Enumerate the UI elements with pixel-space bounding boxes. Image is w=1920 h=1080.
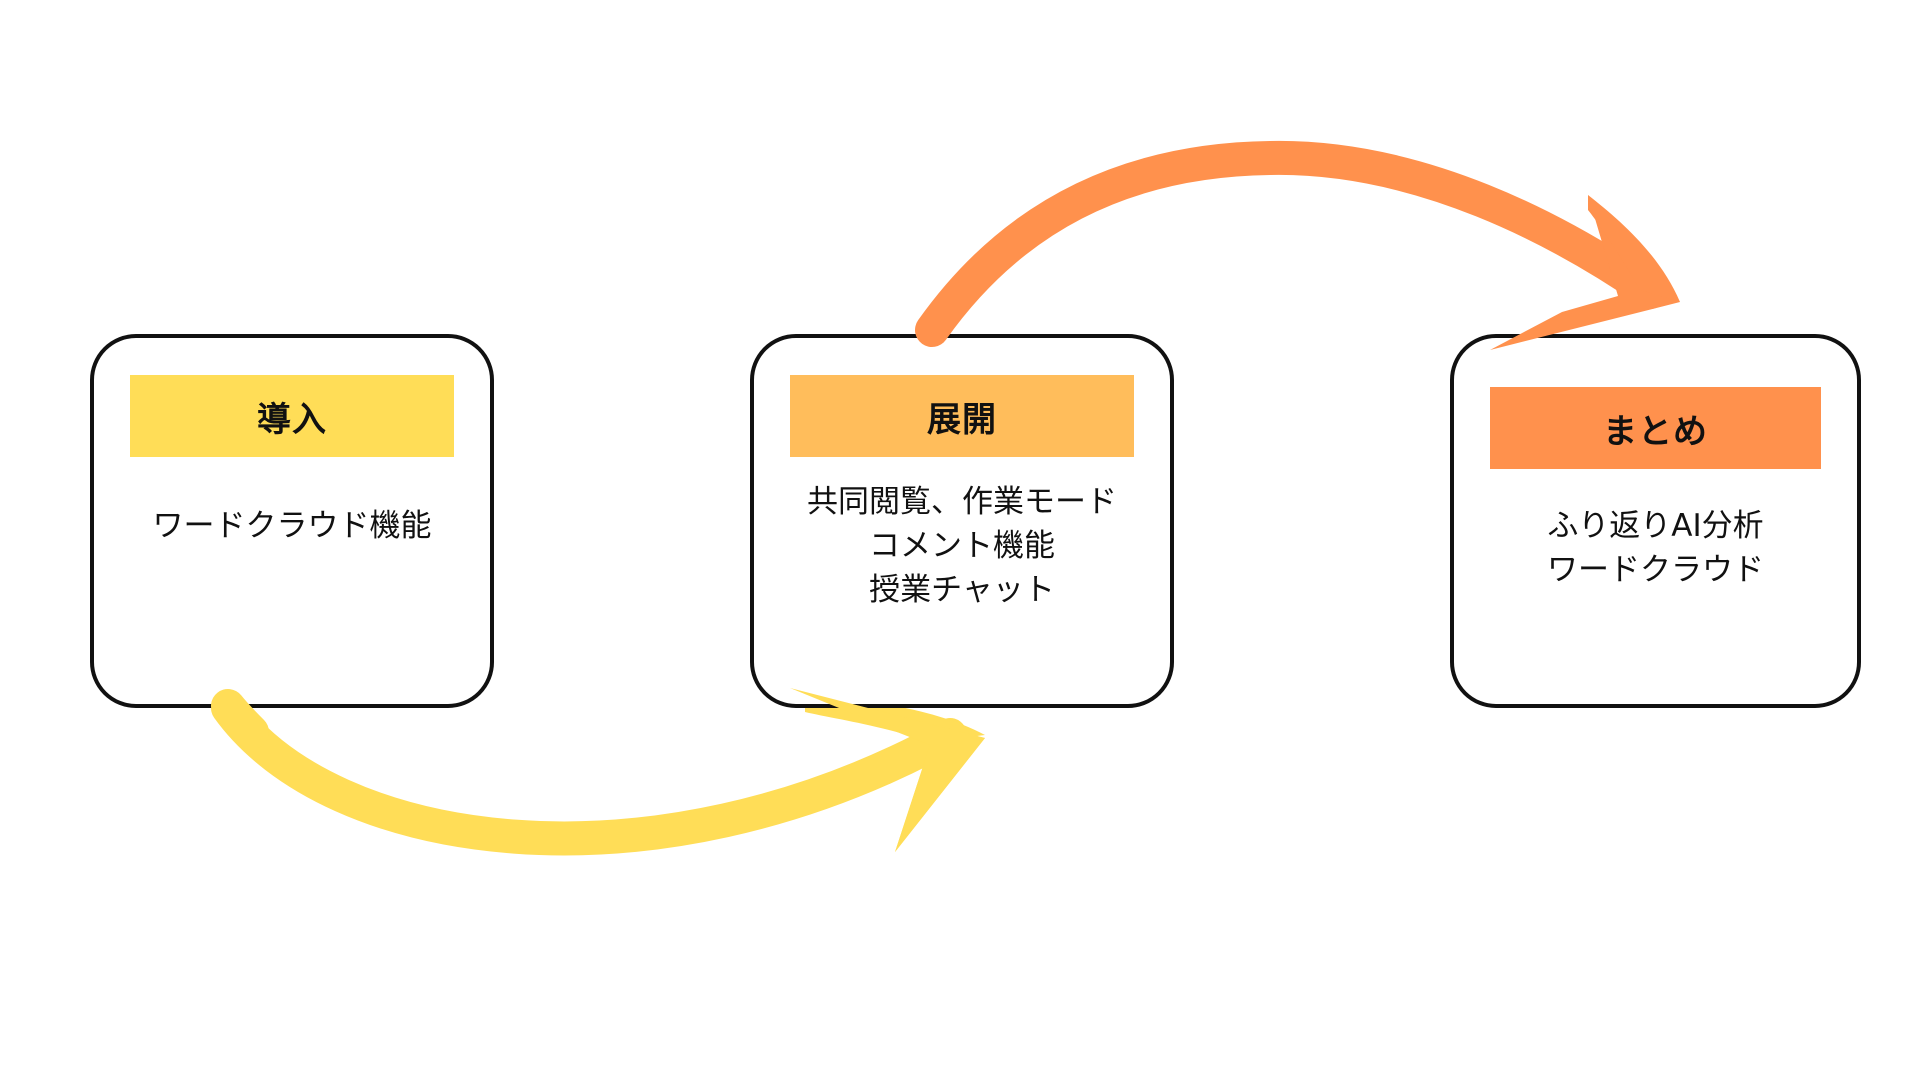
stage-item: コメント機能 [869,528,1055,564]
stage-item: ワードクラウド [1547,552,1764,588]
stage-label-summary: まとめ [1490,387,1821,469]
stage-label-intro: 導入 [130,375,454,457]
stage-item: ワードクラウド機能 [152,508,432,544]
stage-item: 授業チャット [869,572,1055,608]
stage-card-summary: まとめ ふり返りAI分析 ワードクラウド [1450,334,1861,708]
stage-label-development: 展開 [790,375,1134,457]
stage-items-summary: ふり返りAI分析 ワードクラウド [1454,504,1857,592]
stage-card-development: 展開 共同閲覧、作業モード コメント機能 授業チャット [750,334,1174,708]
stage-card-intro: 導入 ワードクラウド機能 [90,334,494,708]
stage-item: ふり返りAI分析 [1547,508,1764,544]
stage-items-development: 共同閲覧、作業モード コメント機能 授業チャット [754,480,1170,612]
stage-items-intro: ワードクラウド機能 [94,504,490,548]
connector-arrow-intro-to-development [211,690,985,856]
stage-item: 共同閲覧、作業モード [807,484,1117,520]
connector-arrow-body [211,691,967,856]
